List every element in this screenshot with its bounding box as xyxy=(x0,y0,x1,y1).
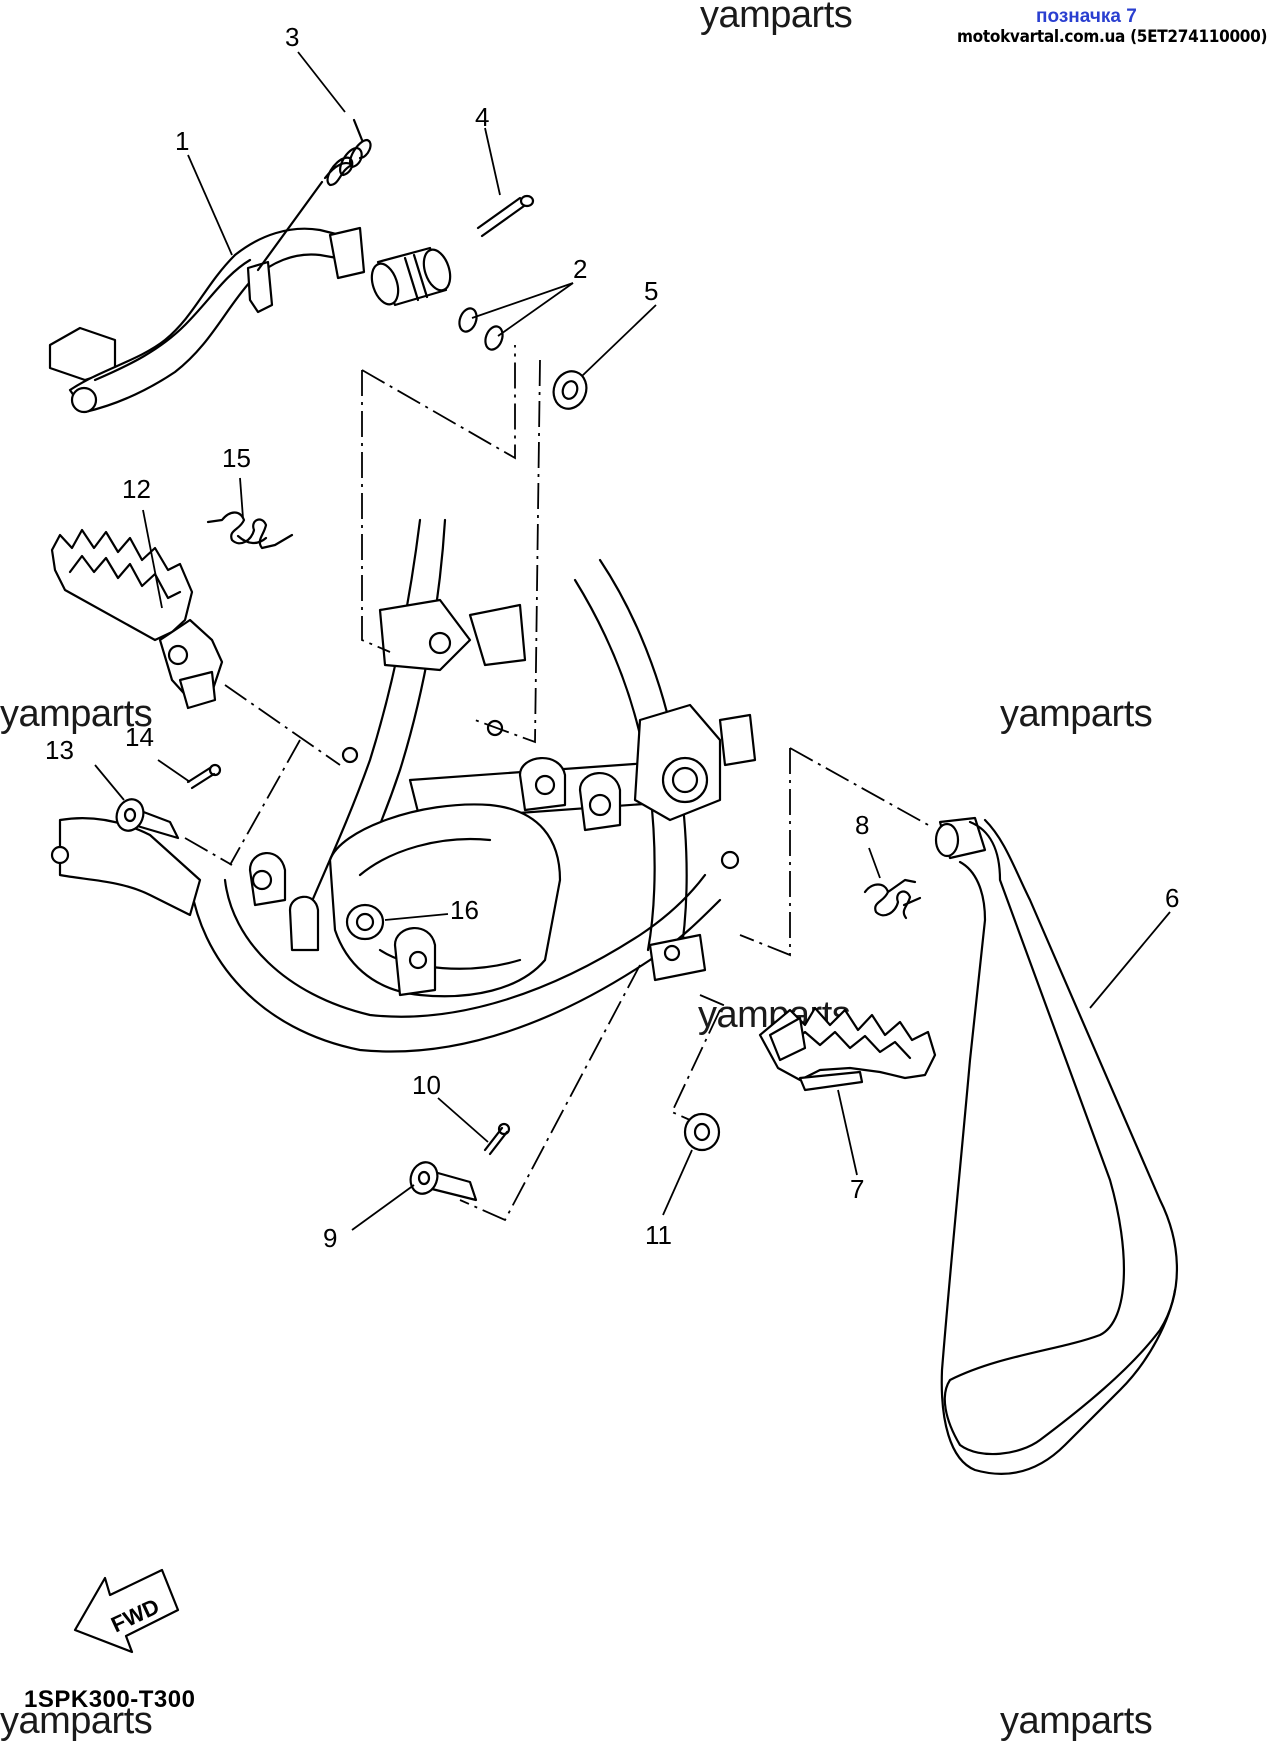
leader-lines xyxy=(94,51,1171,1231)
callout-12: 12 xyxy=(122,474,151,504)
bookmark-link[interactable]: позначка 7 xyxy=(1036,6,1137,27)
part-2-o-rings xyxy=(458,307,504,351)
site-reference: motokvartal.com.ua (5ET274110000) xyxy=(957,27,1268,47)
callout-2: 2 xyxy=(573,254,588,284)
callout-4: 4 xyxy=(475,102,490,132)
assembly-lines xyxy=(184,345,931,1222)
part-11-washer xyxy=(683,1112,721,1152)
callout-15: 15 xyxy=(222,443,251,473)
frame-drawing xyxy=(50,518,757,1053)
watermark-top: yamparts xyxy=(700,0,853,36)
part-8-right-spring xyxy=(863,878,922,920)
part-6-side-stand xyxy=(934,816,1178,1475)
watermark-bottom-right: yamparts xyxy=(1000,1700,1153,1742)
part-16-washer xyxy=(345,903,385,941)
callout-10: 10 xyxy=(412,1070,441,1100)
callout-7: 7 xyxy=(850,1174,865,1204)
callout-8: 8 xyxy=(855,810,870,840)
callout-1: 1 xyxy=(175,126,190,156)
part-1-brake-pedal xyxy=(48,226,452,414)
part-10-cotter-pin-right xyxy=(483,1122,511,1156)
callout-5: 5 xyxy=(644,276,659,306)
callout-13: 13 xyxy=(45,735,74,765)
part-12-left-footrest xyxy=(50,528,224,710)
callout-14: 14 xyxy=(125,722,154,752)
part-13-pin-left xyxy=(115,798,180,840)
part-7-right-footrest xyxy=(758,1006,937,1092)
watermark-left: yamparts xyxy=(0,693,153,735)
part-14-cotter-pin-left xyxy=(186,763,222,790)
callout-9: 9 xyxy=(323,1223,338,1253)
callout-16: 16 xyxy=(450,895,479,925)
fwd-direction-arrow: FWD xyxy=(73,1568,180,1654)
watermark-right: yamparts xyxy=(1000,693,1153,735)
callout-11: 11 xyxy=(645,1220,672,1250)
part-9-pin-right xyxy=(409,1161,478,1202)
callout-3: 3 xyxy=(285,22,300,52)
part-5-washer xyxy=(552,370,588,410)
diagram-code: 1SPK300-T300 xyxy=(24,1686,196,1713)
part-4-cotter-pin xyxy=(476,194,535,238)
part-3-return-spring xyxy=(256,118,372,272)
callout-6: 6 xyxy=(1165,883,1180,913)
part-15-left-spring xyxy=(206,511,294,550)
watermark-bottom-left: yamparts xyxy=(0,1700,153,1742)
